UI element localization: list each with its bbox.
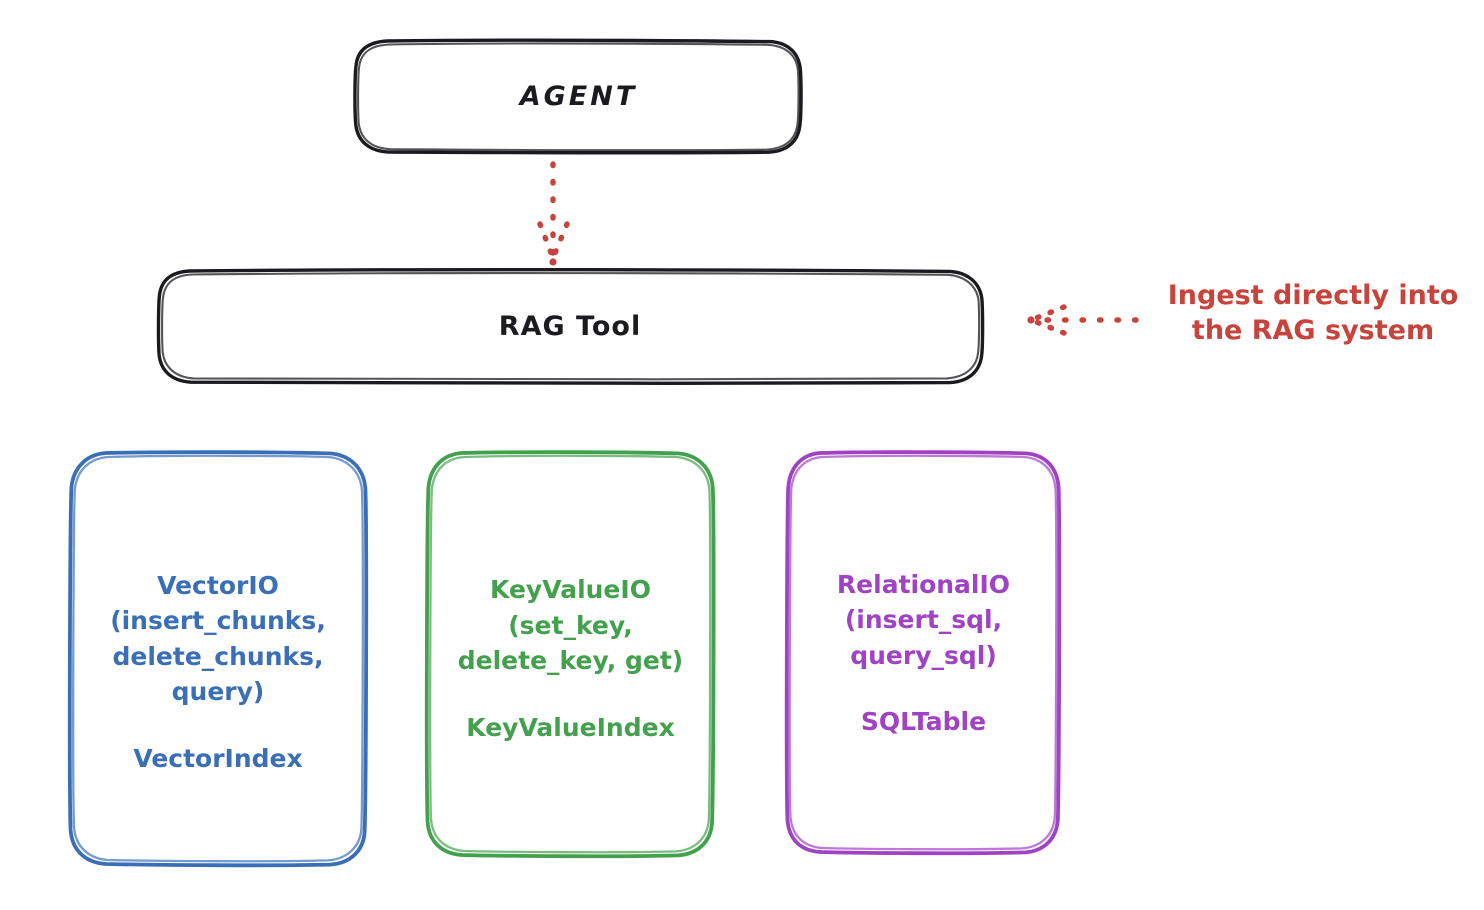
agent-node[interactable]: AGENT	[355, 40, 802, 153]
keyvalueio-node[interactable]: KeyValueIO (set_key, delete_key, get) Ke…	[428, 452, 713, 856]
vectorio-label: VectorIO (insert_chunks, delete_chunks, …	[110, 570, 326, 707]
keyvalueio-index-label: KeyValueIndex	[466, 712, 675, 742]
rag-tool-box-outline	[156, 267, 985, 386]
relationalio-node[interactable]: RelationalIO (insert_sql, query_sql) SQL…	[788, 452, 1059, 853]
vectorio-index-label: VectorIndex	[133, 743, 303, 773]
vectorio-box-outline	[67, 450, 369, 868]
relationalio-index-label: SQLTable	[860, 707, 987, 737]
ingest-annotation-text: Ingest directly into the RAG system	[1167, 280, 1459, 346]
keyvalueio-label: KeyValueIO (set_key, delete_key, get)	[457, 575, 684, 676]
relationalio-label: RelationalIO (insert_sql, query_sql)	[836, 569, 1011, 670]
vectorio-node[interactable]: VectorIO (insert_chunks, delete_chunks, …	[70, 452, 366, 866]
agent-label: AGENT	[519, 80, 638, 112]
agent-box-outline	[353, 38, 803, 155]
ingest-to-rag-connector	[1027, 304, 1139, 336]
rag-tool-node[interactable]: RAG Tool	[157, 270, 983, 383]
vectorio-content: VectorIO (insert_chunks, delete_chunks, …	[110, 568, 326, 773]
agent-to-rag-connector	[537, 161, 570, 266]
rag-tool-label: RAG Tool	[498, 310, 642, 342]
keyvalueio-box-outline	[424, 450, 716, 859]
keyvalueio-content: KeyValueIO (set_key, delete_key, get) Ke…	[458, 572, 683, 742]
relationalio-box-outline	[784, 450, 1062, 856]
relationalio-content: RelationalIO (insert_sql, query_sql) SQL…	[837, 567, 1010, 737]
